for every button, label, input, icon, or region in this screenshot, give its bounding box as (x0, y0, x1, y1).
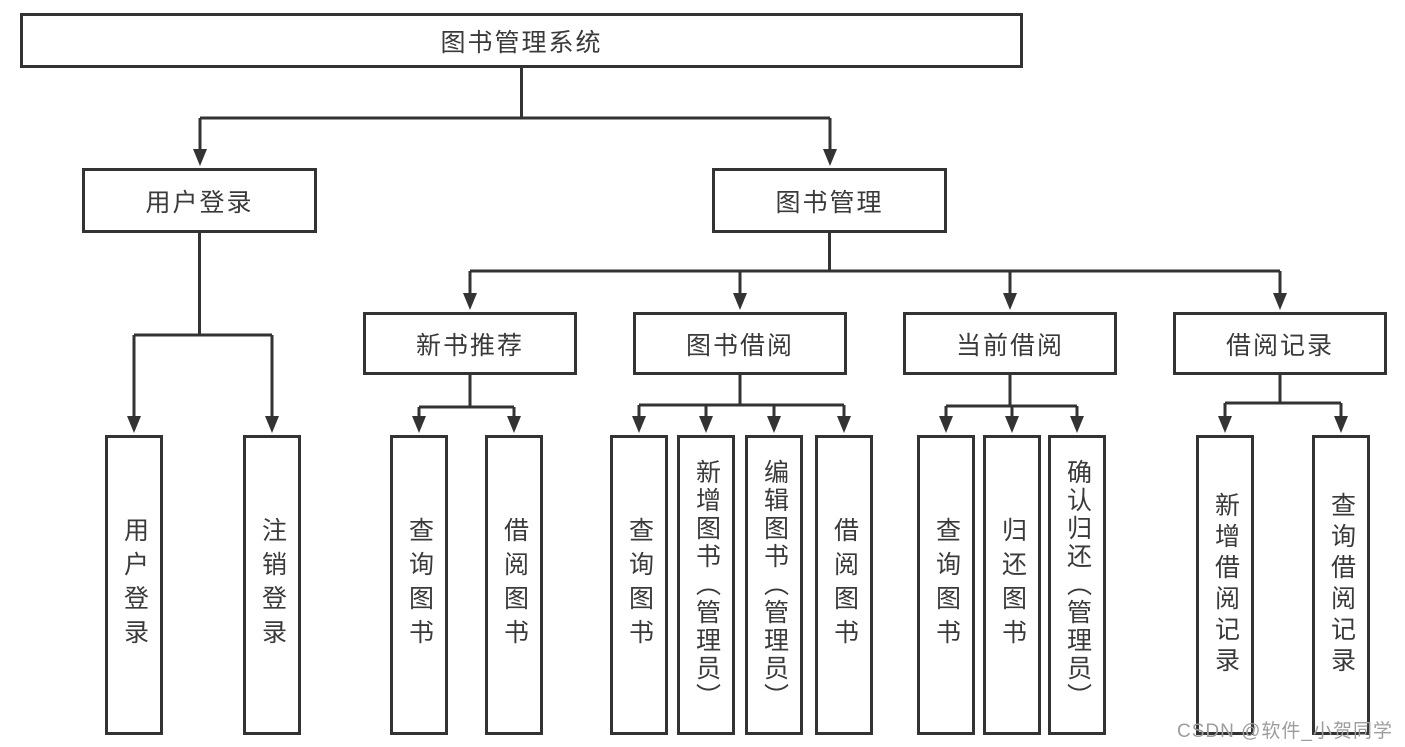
leaf-add-borrow-record-label: 新增借阅记录 (1211, 492, 1240, 678)
leaf-borrow-books-recommend: 借阅图书 (485, 435, 543, 735)
node-user-login: 用户登录 (82, 168, 317, 233)
leaf-query-books-current-label: 查询图书 (932, 517, 961, 653)
connector-current-borrow-leaves (944, 375, 1079, 417)
leaf-query-books-borrow: 查询图书 (610, 435, 668, 735)
arrowhead-icon (1003, 293, 1017, 310)
csdn-watermark: CSDN @软件_小贺同学 (1177, 721, 1393, 742)
node-current-borrow-label: 当前借阅 (955, 331, 1064, 360)
leaf-query-books-borrow-label: 查询图书 (625, 517, 654, 653)
leaf-borrow-books-recommend-label: 借阅图书 (500, 517, 529, 653)
arrowhead-icon (767, 416, 781, 433)
node-current-borrow: 当前借阅 (903, 312, 1117, 375)
arrowhead-icon (1005, 416, 1019, 433)
leaf-user-login: 用户登录 (105, 435, 163, 735)
arrowhead-icon (193, 149, 207, 166)
leaf-confirm-return-admin: 确认归还（管理员） (1048, 435, 1106, 735)
leaf-return-book: 归还图书 (983, 435, 1041, 735)
leaf-add-book-admin: 新增图书（管理员） (677, 435, 735, 735)
arrowhead-icon (632, 416, 646, 433)
leaf-query-borrow-record: 查询借阅记录 (1312, 435, 1370, 735)
node-book-borrow-label: 图书借阅 (685, 331, 794, 360)
leaf-logout: 注销登录 (243, 435, 301, 735)
arrowhead-icon (1334, 416, 1348, 433)
connector-root-level2 (198, 68, 832, 151)
arrowhead-icon (412, 416, 426, 433)
arrowhead-icon (837, 416, 851, 433)
arrowhead-icon (939, 416, 953, 433)
node-book-management-label: 图书管理 (775, 188, 884, 217)
leaf-user-login-label: 用户登录 (120, 517, 149, 653)
node-book-borrow: 图书借阅 (633, 312, 847, 375)
arrowhead-icon (127, 416, 141, 433)
connector-book-management-level3 (468, 233, 1282, 295)
node-borrow-records: 借阅记录 (1173, 312, 1387, 375)
leaf-query-books-recommend-label: 查询图书 (405, 517, 434, 653)
connector-user-login-leaves (132, 233, 274, 417)
arrowhead-icon (733, 293, 747, 310)
arrowhead-icon (1218, 416, 1232, 433)
arrowhead-icon (265, 416, 279, 433)
node-book-management: 图书管理 (712, 168, 947, 233)
node-root: 图书管理系统 (20, 13, 1023, 68)
leaf-query-books-recommend: 查询图书 (390, 435, 448, 735)
leaf-borrow-books-borrow-label: 借阅图书 (830, 517, 859, 653)
arrowhead-icon (463, 293, 477, 310)
leaf-edit-book-admin-label: 编辑图书（管理员） (760, 459, 789, 711)
leaf-confirm-return-admin-label: 确认归还（管理员） (1063, 459, 1092, 711)
leaf-query-books-current: 查询图书 (917, 435, 975, 735)
leaf-query-borrow-record-label: 查询借阅记录 (1327, 492, 1356, 678)
node-new-book-recommend-label: 新书推荐 (415, 331, 524, 360)
leaf-add-book-admin-label: 新增图书（管理员） (692, 459, 721, 711)
leaf-add-borrow-record: 新增借阅记录 (1196, 435, 1254, 735)
node-root-label: 图书管理系统 (440, 28, 603, 57)
arrowhead-icon (1070, 416, 1084, 433)
arrowhead-icon (823, 149, 837, 166)
connector-new-book-leaves (417, 375, 516, 417)
connector-borrow-record-leaves (1223, 375, 1343, 417)
leaf-return-book-label: 归还图书 (998, 517, 1027, 653)
leaf-borrow-books-borrow: 借阅图书 (815, 435, 873, 735)
leaf-edit-book-admin: 编辑图书（管理员） (745, 435, 803, 735)
connector-book-borrow-leaves (637, 375, 846, 417)
node-new-book-recommend: 新书推荐 (363, 312, 577, 375)
arrowhead-icon (699, 416, 713, 433)
arrowhead-icon (1273, 293, 1287, 310)
node-borrow-records-label: 借阅记录 (1225, 331, 1334, 360)
arrowhead-icon (507, 416, 521, 433)
leaf-logout-label: 注销登录 (258, 517, 287, 653)
node-user-login-label: 用户登录 (145, 188, 254, 217)
